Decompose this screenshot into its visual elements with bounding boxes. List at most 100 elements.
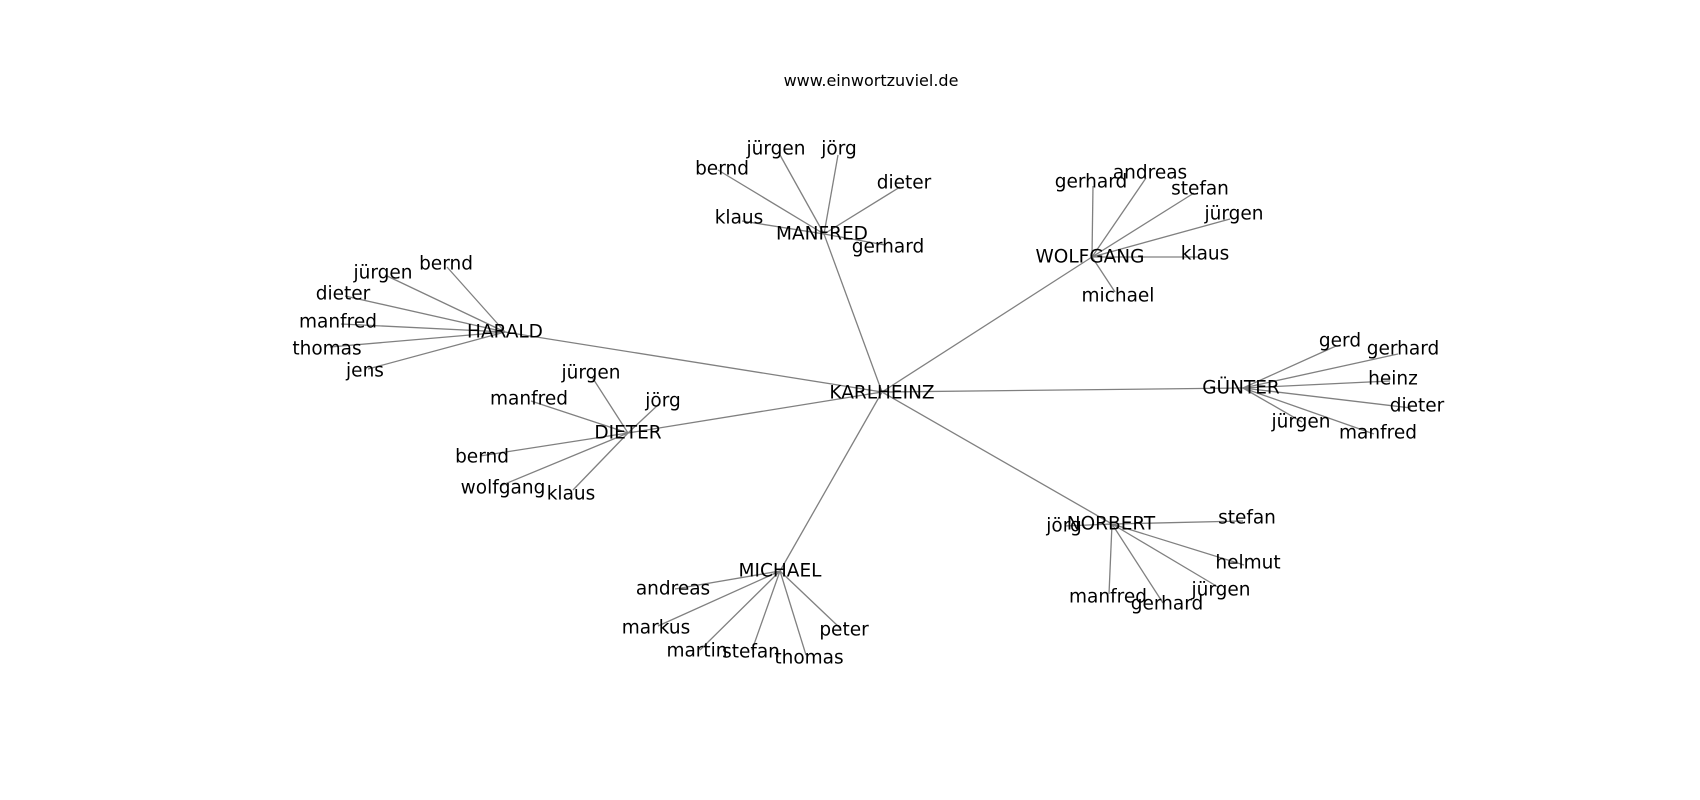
edge-root-to-hub <box>881 256 1093 393</box>
leaf-node-label: jürgen <box>1191 580 1251 601</box>
leaf-node-label: jürgen <box>561 363 621 384</box>
hub-node-label: MICHAEL <box>739 561 823 582</box>
leaf-node-label: manfred <box>299 312 377 333</box>
leaf-node-label: gerhard <box>852 237 925 258</box>
leaf-node-label: dieter <box>316 284 371 305</box>
edge-hub-to-leaf <box>1242 387 1412 409</box>
edge-hub-to-leaf <box>384 274 506 333</box>
leaf-node-label: gerhard <box>1131 594 1204 615</box>
leaf-node-label: gerd <box>1319 331 1361 352</box>
edge-hub-to-leaf <box>1091 177 1147 258</box>
edge-hub-to-leaf <box>1242 387 1303 423</box>
leaf-node-label: peter <box>819 620 869 641</box>
edge-hub-to-leaf <box>1242 345 1337 389</box>
edge-hub-to-leaf <box>1108 523 1113 595</box>
leaf-node-label: stefan <box>1218 508 1276 529</box>
edge-hub-to-leaf <box>741 220 825 235</box>
edge-hub-to-leaf <box>823 233 886 246</box>
leaf-node-label: wolfgang <box>461 478 546 499</box>
edge-hub-to-leaf <box>1091 192 1195 258</box>
edge-hub-to-leaf <box>329 331 506 348</box>
graph-title: www.einwortzuviel.de <box>783 71 959 90</box>
leaf-node-label: bernd <box>455 447 509 468</box>
leaf-node-label: markus <box>622 618 690 639</box>
edge-hub-to-leaf <box>823 154 839 235</box>
leaf-node-label: andreas <box>1113 163 1187 184</box>
leaf-node-label: klaus <box>547 484 596 505</box>
leaf-node-label: jörg <box>644 391 680 412</box>
leaf-node-label: michael <box>1082 286 1155 307</box>
edge-root-to-hub <box>504 331 883 393</box>
leaf-node-label: dieter <box>877 173 932 194</box>
edge-hub-to-leaf <box>779 570 807 656</box>
edge-hub-to-leaf <box>1242 380 1391 389</box>
edge-hub-to-leaf <box>340 323 506 333</box>
edge-hub-to-leaf <box>499 432 629 487</box>
edge-hub-to-leaf <box>627 403 660 434</box>
edges-layer <box>329 154 1412 656</box>
edge-hub-to-leaf <box>530 400 629 434</box>
leaf-node-label: jürgen <box>1271 412 1331 433</box>
edge-hub-to-leaf <box>1111 523 1245 566</box>
edge-hub-to-leaf <box>1111 520 1244 525</box>
hub-node-label: MANFRED <box>776 224 868 245</box>
edge-hub-to-leaf <box>717 169 825 235</box>
edge-hub-to-leaf <box>699 570 781 651</box>
leaf-node-label: jürgen <box>353 263 413 284</box>
hub-node-label: WOLFGANG <box>1036 247 1145 268</box>
edge-hub-to-leaf <box>479 432 629 457</box>
edge-hub-to-leaf <box>1111 523 1219 588</box>
edge-hub-to-leaf <box>1242 353 1399 389</box>
hub-node-label: NORBERT <box>1067 514 1156 535</box>
leaf-node-label: manfred <box>490 389 568 410</box>
hub-node-label: HARALD <box>467 322 543 343</box>
leaf-node-label: heinz <box>1368 369 1418 390</box>
edge-hub-to-leaf <box>1091 256 1116 293</box>
leaf-node-label: dieter <box>1390 396 1445 417</box>
leaf-node-label: jörg <box>1045 516 1081 537</box>
edge-hub-to-leaf <box>367 331 506 370</box>
leaf-node-label: jens <box>345 361 384 382</box>
leaf-node-label: bernd <box>695 159 749 180</box>
edge-root-to-hub <box>627 391 883 434</box>
hub-node-label: DIETER <box>594 423 661 444</box>
leaf-node-label: stefan <box>1171 179 1229 200</box>
edge-hub-to-leaf <box>751 570 781 651</box>
edge-root-to-hub <box>881 391 1113 525</box>
labels-layer: KARLHEINZ MANFRED jürgen jörg bernd dieter kla… <box>292 139 1444 669</box>
edge-hub-to-leaf <box>572 432 629 491</box>
edge-hub-to-leaf <box>1111 523 1164 604</box>
edge-hub-to-leaf <box>779 154 825 235</box>
edge-hub-to-leaf <box>1242 387 1375 435</box>
root-node-label: KARLHEINZ <box>829 383 934 404</box>
edge-hub-to-leaf <box>823 186 901 235</box>
leaf-node-label: gerhard <box>1055 172 1128 193</box>
leaf-node-label: bernd <box>419 254 473 275</box>
leaf-node-label: helmut <box>1215 553 1280 574</box>
leaf-node-label: klaus <box>715 208 764 229</box>
edge-hub-to-leaf <box>779 570 841 629</box>
leaf-node-label: jürgen <box>1204 204 1264 225</box>
edge-hub-to-leaf <box>1091 185 1094 258</box>
edge-root-to-hub <box>881 387 1244 393</box>
leaf-node-label: klaus <box>1181 244 1230 265</box>
leaf-node-label: stefan <box>722 642 780 663</box>
edge-hub-to-leaf <box>657 570 781 627</box>
leaf-node-label: manfred <box>1339 423 1417 444</box>
edge-hub-to-leaf <box>1064 523 1113 527</box>
leaf-node-label: thomas <box>774 648 843 669</box>
edge-hub-to-leaf <box>344 295 506 333</box>
leaf-node-label: thomas <box>292 339 361 360</box>
edge-root-to-hub <box>823 233 883 393</box>
leaf-node-label: manfred <box>1069 587 1147 608</box>
leaf-node-label: jörg <box>820 139 856 160</box>
leaf-node-label: andreas <box>636 579 710 600</box>
leaf-node-label: gerhard <box>1367 339 1440 360</box>
hub-node-label: GÜNTER <box>1202 377 1280 399</box>
leaf-node-label: jürgen <box>746 139 806 160</box>
edge-hub-to-leaf <box>1091 218 1231 258</box>
edge-hub-to-leaf <box>591 376 629 434</box>
edge-root-to-hub <box>779 391 883 572</box>
